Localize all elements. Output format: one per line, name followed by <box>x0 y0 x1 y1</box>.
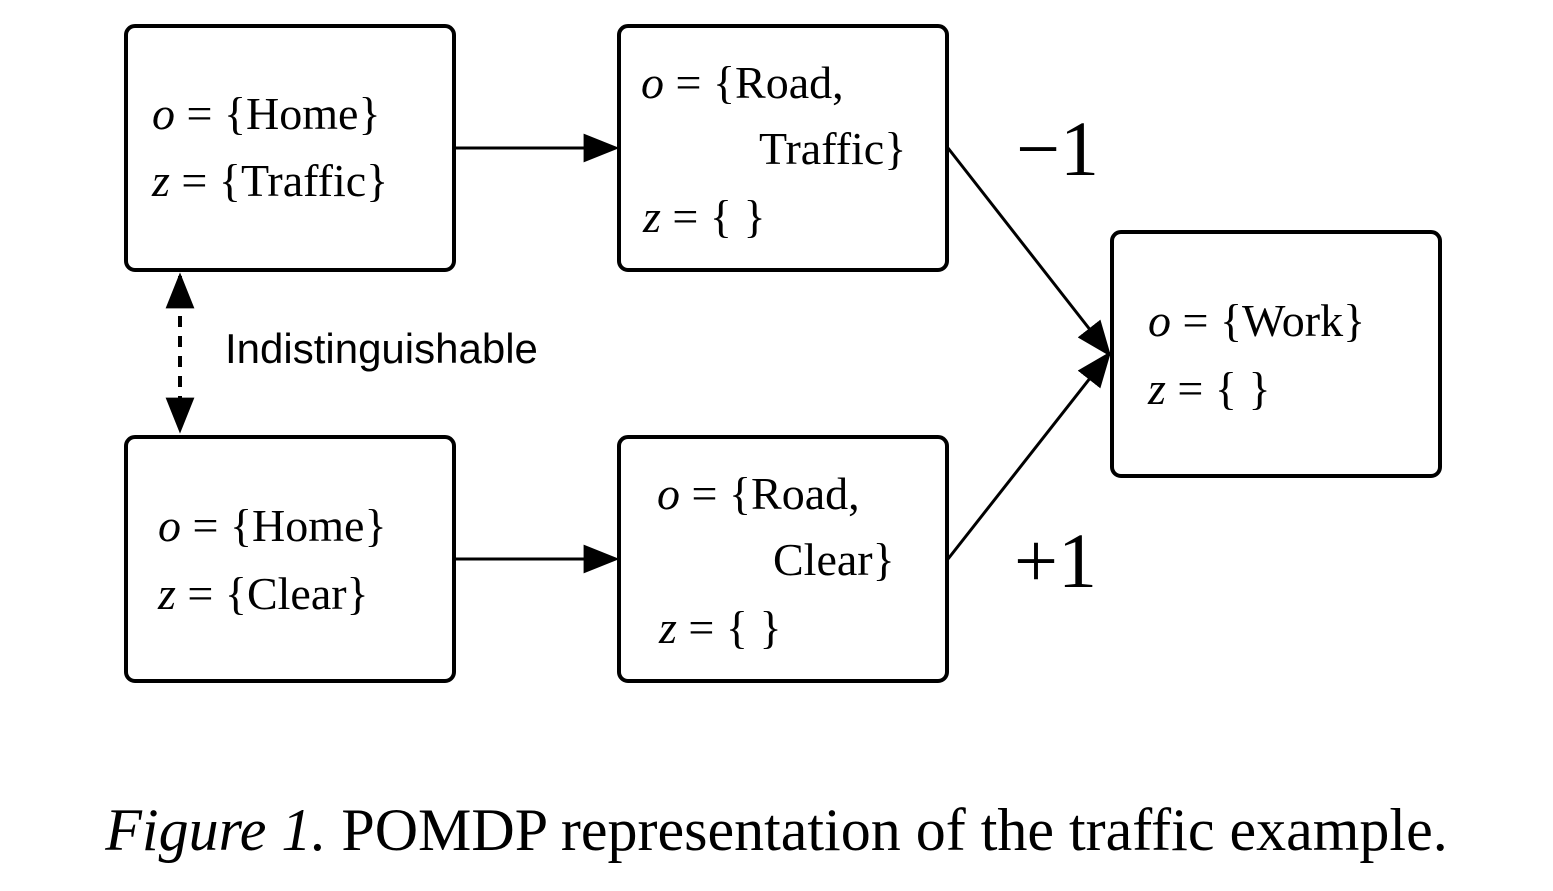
caption-figure-number: Figure 1. <box>105 797 327 863</box>
equals-sign: = <box>672 191 699 242</box>
hidden-state-line: z = { } <box>643 194 766 240</box>
node-road-clear: o = {Road, Clear} z = { } <box>617 435 949 683</box>
hidden-state-value: { } <box>725 602 782 653</box>
caption-text: POMDP representation of the traffic exam… <box>341 797 1448 863</box>
figure-caption: Figure 1. POMDP representation of the tr… <box>0 800 1553 860</box>
hidden-state-symbol: z <box>158 568 176 619</box>
observation-line: o = {Road, <box>641 60 844 106</box>
node-road-traffic: o = {Road, Traffic} z = { } <box>617 24 949 272</box>
observation-symbol: o <box>158 500 181 551</box>
hidden-state-line: z = {Clear} <box>158 571 369 617</box>
hidden-state-symbol: z <box>643 191 661 242</box>
observation-symbol: o <box>152 88 175 139</box>
hidden-state-line: z = {Traffic} <box>152 158 388 204</box>
node-home-clear: o = {Home} z = {Clear} <box>124 435 456 683</box>
hidden-state-symbol: z <box>152 155 170 206</box>
arrow-road-traffic-to-work <box>946 147 1112 357</box>
observation-value: {Road, <box>728 468 860 519</box>
equals-sign: = <box>1182 295 1209 346</box>
observation-symbol: o <box>641 57 664 108</box>
observation-symbol: o <box>657 468 680 519</box>
observation-continuation: Traffic} <box>759 123 907 174</box>
observation-value: {Home} <box>229 500 387 551</box>
observation-value: {Home} <box>223 88 381 139</box>
observation-value: {Road, <box>712 57 844 108</box>
observation-line: o = {Home} <box>152 91 381 137</box>
equals-sign: = <box>675 57 702 108</box>
observation-line: o = {Work} <box>1148 298 1365 344</box>
observation-line: o = {Home} <box>158 503 387 549</box>
equals-sign: = <box>691 468 718 519</box>
hidden-state-line: z = { } <box>1148 366 1271 412</box>
hidden-state-value: { } <box>709 191 766 242</box>
indistinguishable-label: Indistinguishable <box>225 325 538 372</box>
hidden-state-symbol: z <box>1148 363 1166 414</box>
observation-continuation: Clear} <box>773 534 895 585</box>
node-home-traffic: o = {Home} z = {Traffic} <box>124 24 456 272</box>
equals-sign: = <box>1177 363 1204 414</box>
observation-value: {Work} <box>1219 295 1366 346</box>
equals-sign: = <box>688 602 715 653</box>
reward-label-traffic: −1 <box>1016 105 1099 192</box>
hidden-state-value: {Clear} <box>224 568 369 619</box>
equals-sign: = <box>181 155 208 206</box>
observation-line: o = {Road, <box>657 471 860 517</box>
hidden-state-value: {Traffic} <box>218 155 389 206</box>
reward-label-clear: +1 <box>1014 517 1097 604</box>
equals-sign: = <box>186 88 213 139</box>
arrow-road-clear-to-work <box>946 351 1112 560</box>
equals-sign: = <box>187 568 214 619</box>
node-work: o = {Work} z = { } <box>1110 230 1442 478</box>
hidden-state-line: z = { } <box>659 605 782 651</box>
observation-symbol: o <box>1148 295 1171 346</box>
equals-sign: = <box>192 500 219 551</box>
hidden-state-value: { } <box>1214 363 1271 414</box>
hidden-state-symbol: z <box>659 602 677 653</box>
